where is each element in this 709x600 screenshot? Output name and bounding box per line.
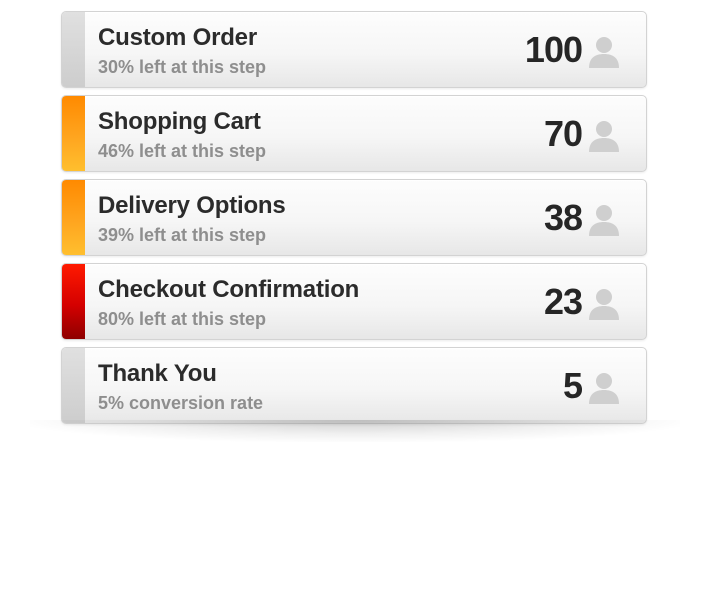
step-color-bar bbox=[62, 264, 85, 339]
step-count: 5 bbox=[562, 365, 583, 406]
step-subtitle: 80% left at this step bbox=[98, 309, 267, 329]
step-subtitle: 5% conversion rate bbox=[98, 393, 264, 413]
step-title: Shopping Cart bbox=[98, 108, 261, 135]
step-title: Thank You bbox=[98, 360, 217, 387]
step-count: 70 bbox=[543, 113, 583, 154]
step-subtitle: 30% left at this step bbox=[98, 57, 267, 77]
step-subtitle: 46% left at this step bbox=[98, 141, 267, 161]
person-icon bbox=[589, 289, 619, 320]
step-title: Checkout Confirmation bbox=[98, 276, 360, 303]
conversion-funnel: Custom Order 30% left at this step 100 S… bbox=[61, 11, 647, 424]
step-title: Delivery Options bbox=[98, 192, 286, 219]
step-subtitle: 39% left at this step bbox=[98, 225, 267, 245]
step-color-bar bbox=[62, 96, 85, 171]
step-count: 23 bbox=[543, 281, 583, 322]
funnel-step-shopping-cart[interactable]: Shopping Cart 46% left at this step 70 bbox=[61, 95, 647, 172]
funnel-step-thank-you[interactable]: Thank You 5% conversion rate 5 bbox=[61, 347, 647, 424]
person-icon bbox=[589, 205, 619, 236]
floor-shadow bbox=[30, 420, 680, 442]
person-icon bbox=[589, 37, 619, 68]
step-color-bar bbox=[62, 180, 85, 255]
person-icon bbox=[589, 121, 619, 152]
person-icon bbox=[589, 373, 619, 404]
funnel-step-custom-order[interactable]: Custom Order 30% left at this step 100 bbox=[61, 11, 647, 88]
step-color-bar bbox=[62, 12, 85, 87]
step-title: Custom Order bbox=[98, 24, 257, 51]
funnel-reflection: Thank You 5% conversion rate 5 Checkout … bbox=[61, 427, 647, 600]
funnel-step-delivery-options[interactable]: Delivery Options 39% left at this step 3… bbox=[61, 179, 647, 256]
step-count: 38 bbox=[543, 197, 583, 238]
funnel-step-checkout-confirmation[interactable]: Checkout Confirmation 80% left at this s… bbox=[61, 263, 647, 340]
step-count: 100 bbox=[524, 29, 583, 70]
step-color-bar bbox=[62, 348, 85, 423]
